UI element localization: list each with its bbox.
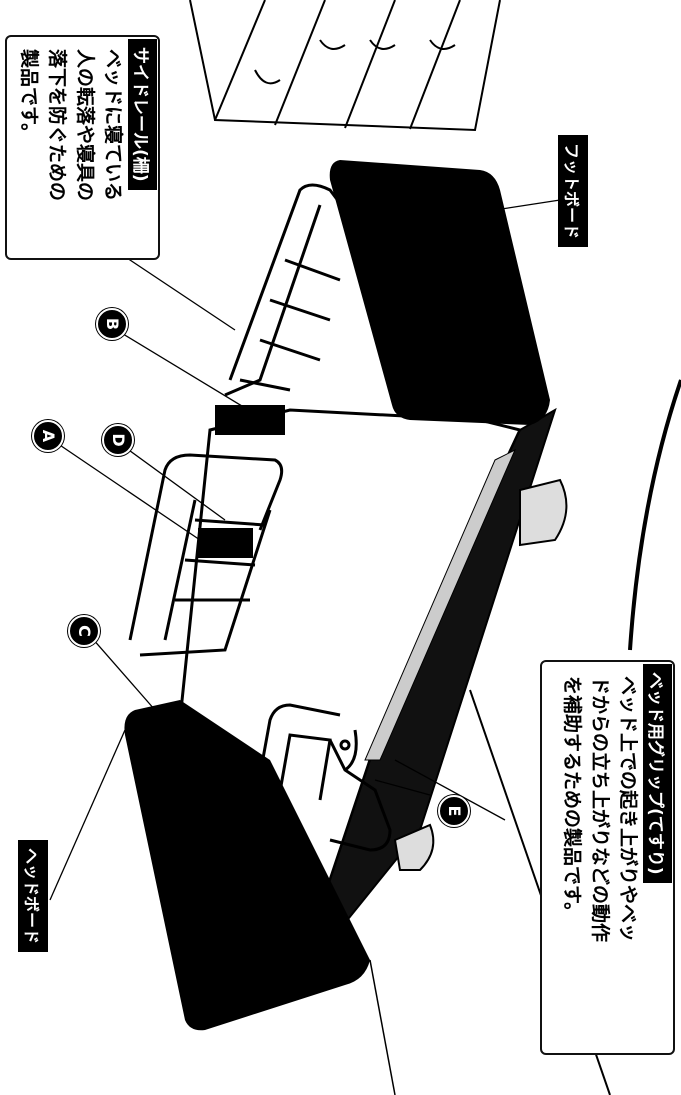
head-board-label: ヘッドボード — [18, 840, 48, 953]
marker-c: C — [68, 615, 100, 647]
bed-grip-title: ベッド用グリップ(てすり) — [643, 664, 672, 883]
rail-slot-a — [198, 528, 253, 558]
leg-2 — [393, 823, 435, 871]
bed-grip-desc-line-3: を補助するための製品です。 — [561, 676, 583, 922]
floor-line-3 — [369, 959, 396, 1095]
marker-a: A — [32, 420, 64, 452]
floor-line — [628, 379, 681, 651]
drawer-chest — [189, 0, 501, 132]
leg-1 — [519, 478, 568, 547]
marker-e: E — [438, 795, 470, 827]
leader-lines — [44, 199, 561, 901]
side-rail-desc-line-4: 製品です。 — [18, 49, 40, 143]
side-rail-head — [128, 453, 284, 657]
head-board — [124, 700, 370, 1031]
bed-grip-desc-line-1: ベッド上での起き上がりやベッ — [617, 676, 639, 943]
bed-grip — [238, 703, 392, 886]
marker-b: B — [96, 308, 128, 340]
bed-frame-side-light — [364, 448, 517, 761]
foot-board — [329, 160, 550, 425]
side-rail-callout: サイドレール(柵) ベッドに寝ている 人の転落や寝具の 落下を防ぐための 製品で… — [5, 35, 160, 260]
side-rail-desc-line-3: 落下を防ぐための — [46, 49, 68, 202]
side-rail-desc-line-2: 人の転落や寝具の — [74, 49, 96, 202]
side-rail-desc-line-1: ベッドに寝ている — [102, 49, 124, 202]
rail-slot-b — [215, 405, 285, 435]
marker-d: D — [102, 424, 134, 456]
side-rail-foot — [224, 183, 347, 397]
bed-grip-desc-line-2: ドからの立ち上がりなどの動作 — [589, 676, 611, 943]
bed-grip-callout: ベッド用グリップ(てすり) ベッド上での起き上がりやベッ ドからの立ち上がりなど… — [540, 660, 675, 1055]
side-rail-title: サイドレール(柵) — [128, 39, 157, 190]
foot-board-label: フットボード — [558, 135, 588, 248]
